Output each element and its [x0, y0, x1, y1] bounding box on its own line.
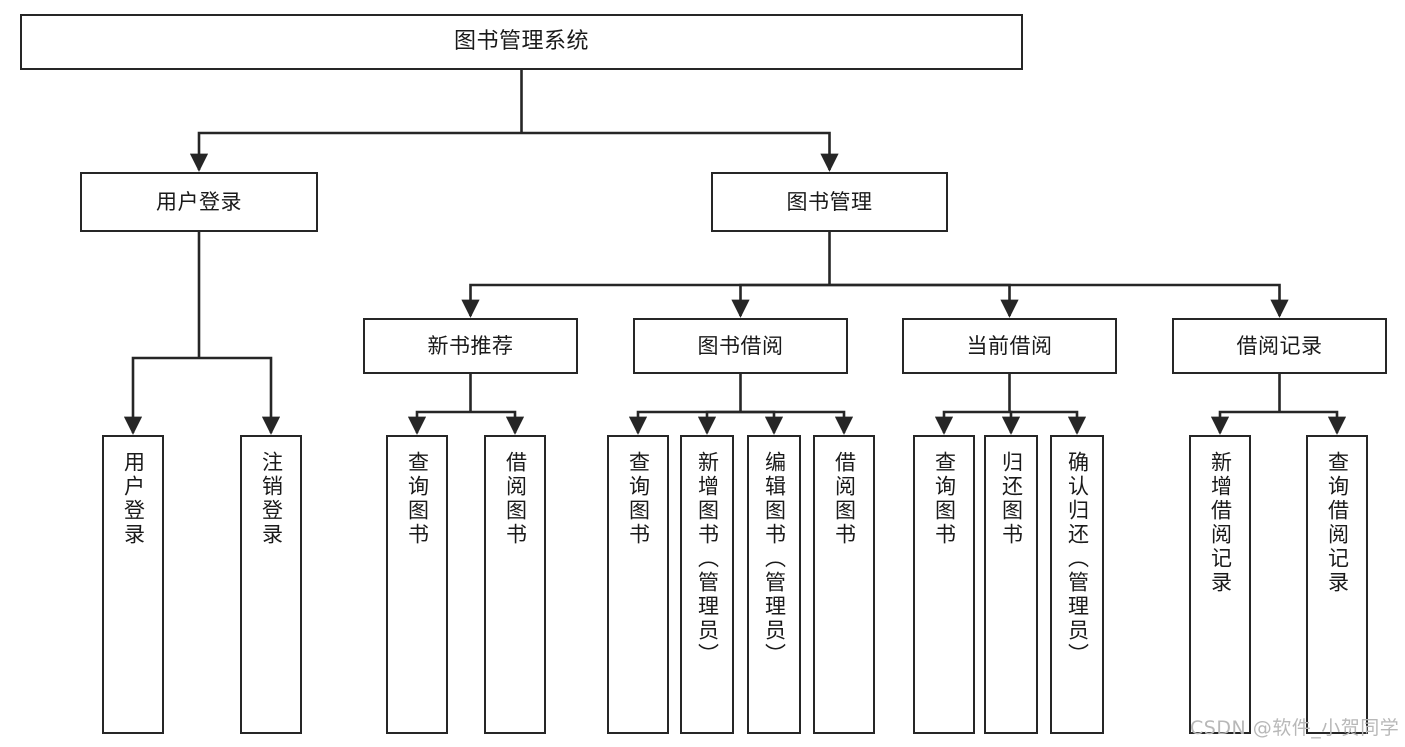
node-label: 注销登录	[259, 451, 284, 547]
edge-new-book-to-l-borrow-1	[470, 410, 525, 435]
edge-records-to-l-add-record	[1210, 410, 1280, 435]
node-current[interactable]: 当前借阅	[902, 318, 1117, 374]
node-label: 借阅记录	[1236, 333, 1323, 358]
node-label: 编辑图书（管理员）	[762, 451, 787, 667]
node-label: 用户登录	[121, 451, 146, 547]
edge-current-to-l-query-3	[934, 410, 1010, 435]
node-l-query-record[interactable]: 查询借阅记录	[1306, 435, 1368, 734]
node-label: 用户登录	[156, 189, 242, 214]
node-label: 确认归还（管理员）	[1065, 451, 1090, 667]
edge-root-to-book-mgmt	[521, 131, 839, 172]
node-l-return[interactable]: 归还图书	[984, 435, 1038, 734]
node-l-borrow-2[interactable]: 借阅图书	[813, 435, 875, 734]
node-l-query-3[interactable]: 查询图书	[913, 435, 975, 734]
edge-new-book-to-l-query-1	[407, 410, 471, 435]
node-l-add-record[interactable]: 新增借阅记录	[1189, 435, 1251, 734]
edge-user-login-to-l-user-login	[123, 356, 199, 435]
node-label: 图书管理系统	[453, 29, 589, 55]
edge-records-to-l-query-record	[1279, 410, 1347, 435]
edge-borrow-to-l-borrow-2	[740, 410, 854, 435]
edge-current-to-l-confirm	[1009, 410, 1087, 435]
edge-borrow-to-l-edit-book	[740, 410, 784, 435]
node-label: 图书管理	[786, 189, 873, 214]
node-l-edit-book[interactable]: 编辑图书（管理员）	[747, 435, 801, 734]
node-borrow[interactable]: 图书借阅	[633, 318, 848, 374]
node-label: 新书推荐	[427, 333, 514, 358]
node-label: 查询图书	[626, 451, 651, 547]
node-label: 当前借阅	[966, 333, 1053, 358]
node-label: 图书借阅	[697, 333, 784, 358]
edge-book-mgmt-to-borrow	[731, 283, 830, 318]
node-label: 查询借阅记录	[1325, 451, 1350, 595]
node-book-mgmt[interactable]: 图书管理	[711, 172, 948, 232]
node-l-query-1[interactable]: 查询图书	[386, 435, 448, 734]
watermark-text: CSDN @软件_小贺同学	[1190, 717, 1400, 739]
node-l-borrow-1[interactable]: 借阅图书	[484, 435, 546, 734]
node-root[interactable]: 图书管理系统	[20, 14, 1023, 70]
node-l-query-2[interactable]: 查询图书	[607, 435, 669, 734]
node-label: 归还图书	[999, 451, 1024, 547]
edge-root-to-user-login	[189, 131, 522, 172]
node-l-user-logout[interactable]: 注销登录	[240, 435, 302, 734]
node-label: 新增图书（管理员）	[695, 451, 720, 667]
node-l-add-book[interactable]: 新增图书（管理员）	[680, 435, 734, 734]
edge-book-mgmt-to-new-book	[461, 283, 830, 318]
node-new-book[interactable]: 新书推荐	[363, 318, 578, 374]
edge-borrow-to-l-add-book	[697, 410, 741, 435]
node-label: 借阅图书	[832, 451, 857, 547]
node-l-user-login[interactable]: 用户登录	[102, 435, 164, 734]
node-label: 查询图书	[405, 451, 430, 547]
node-label: 新增借阅记录	[1208, 451, 1233, 595]
node-label: 查询图书	[932, 451, 957, 547]
edge-borrow-to-l-query-2	[628, 410, 741, 435]
edge-book-mgmt-to-current	[829, 283, 1019, 318]
edge-user-login-to-l-user-logout	[199, 356, 281, 435]
node-records[interactable]: 借阅记录	[1172, 318, 1387, 374]
node-l-confirm[interactable]: 确认归还（管理员）	[1050, 435, 1104, 734]
node-user-login[interactable]: 用户登录	[80, 172, 318, 232]
edge-book-mgmt-to-records	[829, 283, 1289, 318]
edge-current-to-l-return	[1001, 410, 1021, 435]
node-label: 借阅图书	[503, 451, 528, 547]
